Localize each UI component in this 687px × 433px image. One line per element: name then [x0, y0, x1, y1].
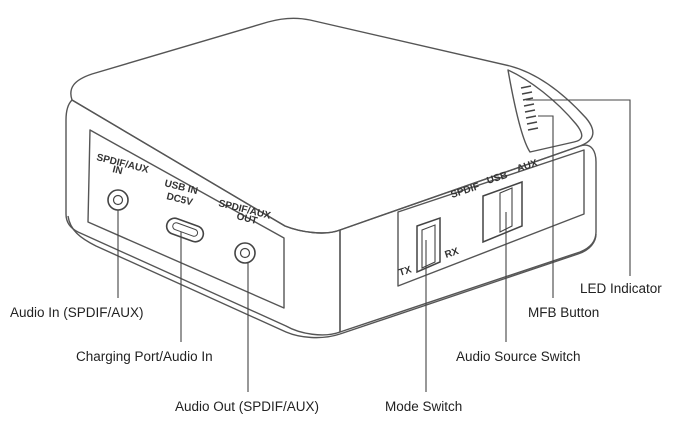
audio-source-switch[interactable] — [482, 180, 523, 244]
callout-led-indicator: LED Indicator — [580, 281, 662, 296]
mode-switch[interactable] — [416, 216, 441, 274]
bottom-bezel-line — [67, 215, 341, 339]
callout-audio-source-switch: Audio Source Switch — [456, 349, 581, 364]
leader-mfb-button — [538, 115, 554, 298]
mfb-button-panel — [507, 69, 583, 153]
callout-audio-in: Audio In (SPDIF/AUX) — [10, 305, 144, 320]
mode-tx-label: TX — [398, 264, 414, 279]
spdif-aux-out-port[interactable] — [234, 242, 256, 264]
device-body — [65, 17, 597, 339]
spdif-in-label-line2: IN — [111, 164, 123, 177]
spdif-out-label-line2: OUT — [235, 211, 258, 227]
callout-audio-out: Audio Out (SPDIF/AUX) — [175, 399, 319, 414]
device-side-face — [339, 144, 597, 333]
spdif-in-label-line1: SPDIF/AUX — [95, 152, 150, 176]
callout-mode-switch: Mode Switch — [385, 399, 462, 414]
source-usb-label: USB — [486, 170, 509, 187]
led-indicator-grille — [520, 85, 539, 131]
mode-rx-label: RX — [444, 246, 461, 261]
source-aux-label: AUX — [516, 158, 540, 175]
bottom-bezel-line-right — [339, 233, 597, 335]
spdif-aux-in-port[interactable] — [107, 189, 129, 211]
callout-mfb-button: MFB Button — [528, 305, 599, 320]
device-front-face — [65, 99, 341, 336]
leader-led-indicator — [526, 99, 631, 276]
front-inner-panel — [87, 129, 285, 309]
usb-dc5v-port[interactable] — [164, 216, 205, 244]
callout-charging-port: Charging Port/Audio In — [76, 349, 213, 364]
source-spdif-label: SPDIF — [450, 181, 481, 201]
switch-recess-panel — [397, 149, 585, 287]
